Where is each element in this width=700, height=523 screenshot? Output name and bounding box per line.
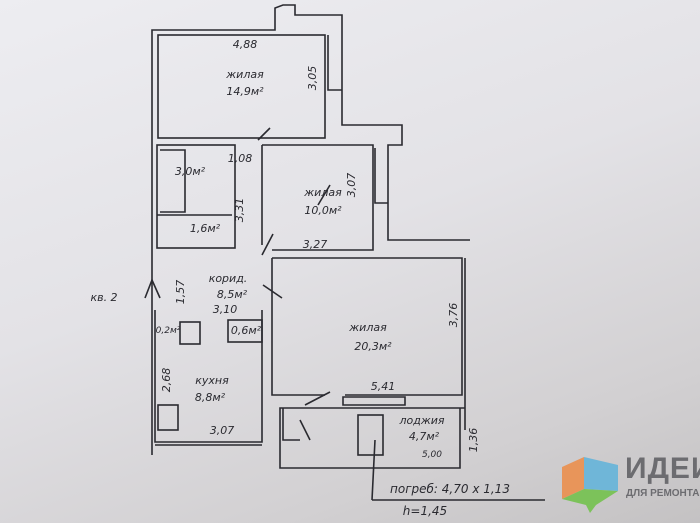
living3-area: 20,3м² (354, 340, 392, 353)
corridor-label: корид. (209, 272, 248, 285)
living3-depth: 3,76 (447, 303, 460, 328)
labels: 4,88 жилая 14,9м² 3,05 3,0м² 1,08 3,31 1… (90, 38, 510, 518)
apartment-number: кв. 2 (90, 291, 117, 304)
living3-label: жилая (348, 321, 387, 334)
living1-width: 4,88 (233, 38, 258, 51)
logo-title: ИДЕИ (625, 452, 700, 485)
bath-area: 3,0м² (175, 165, 206, 178)
closet2-area: 0,6м² (231, 324, 262, 337)
loggia-label: лоджия (398, 414, 444, 427)
corridor-area: 8,5м² (217, 288, 248, 301)
corridor-depth: 1,57 (174, 280, 187, 305)
hall-dim: 3,31 (233, 198, 246, 223)
living2-depth: 3,07 (345, 173, 358, 198)
wc-area: 1,6м² (190, 222, 221, 235)
kitchen-width: 3,07 (210, 424, 235, 437)
kitchen-area: 8,8м² (195, 391, 226, 404)
living1-depth: 3,05 (306, 66, 319, 91)
corridor-width: 3,10 (213, 303, 238, 316)
loggia-depth: 1,36 (467, 428, 480, 453)
loggia-width: 5,00 (422, 450, 442, 460)
logo-icon (562, 457, 618, 513)
living2-width: 3,27 (303, 238, 328, 251)
walls (144, 4, 545, 501)
living1-label: жилая (225, 68, 264, 81)
living2-label: жилая (303, 186, 342, 199)
closet1-area: 0,2м² (156, 326, 181, 336)
logo-subtitle: ДЛЯ РЕМОНТА (626, 488, 700, 499)
bath-dim: 1,08 (228, 152, 253, 165)
living2-area: 10,0м² (304, 204, 342, 217)
living1-area: 14,9м² (226, 85, 264, 98)
cellar-text: погреб: 4,70 x 1,13 (390, 482, 510, 496)
cellar-height: h=1,45 (403, 504, 447, 518)
loggia-area: 4,7м² (409, 430, 440, 443)
living3-width: 5,41 (371, 380, 396, 393)
kitchen-depth: 2,68 (160, 368, 173, 393)
kitchen-label: кухня (195, 374, 229, 387)
